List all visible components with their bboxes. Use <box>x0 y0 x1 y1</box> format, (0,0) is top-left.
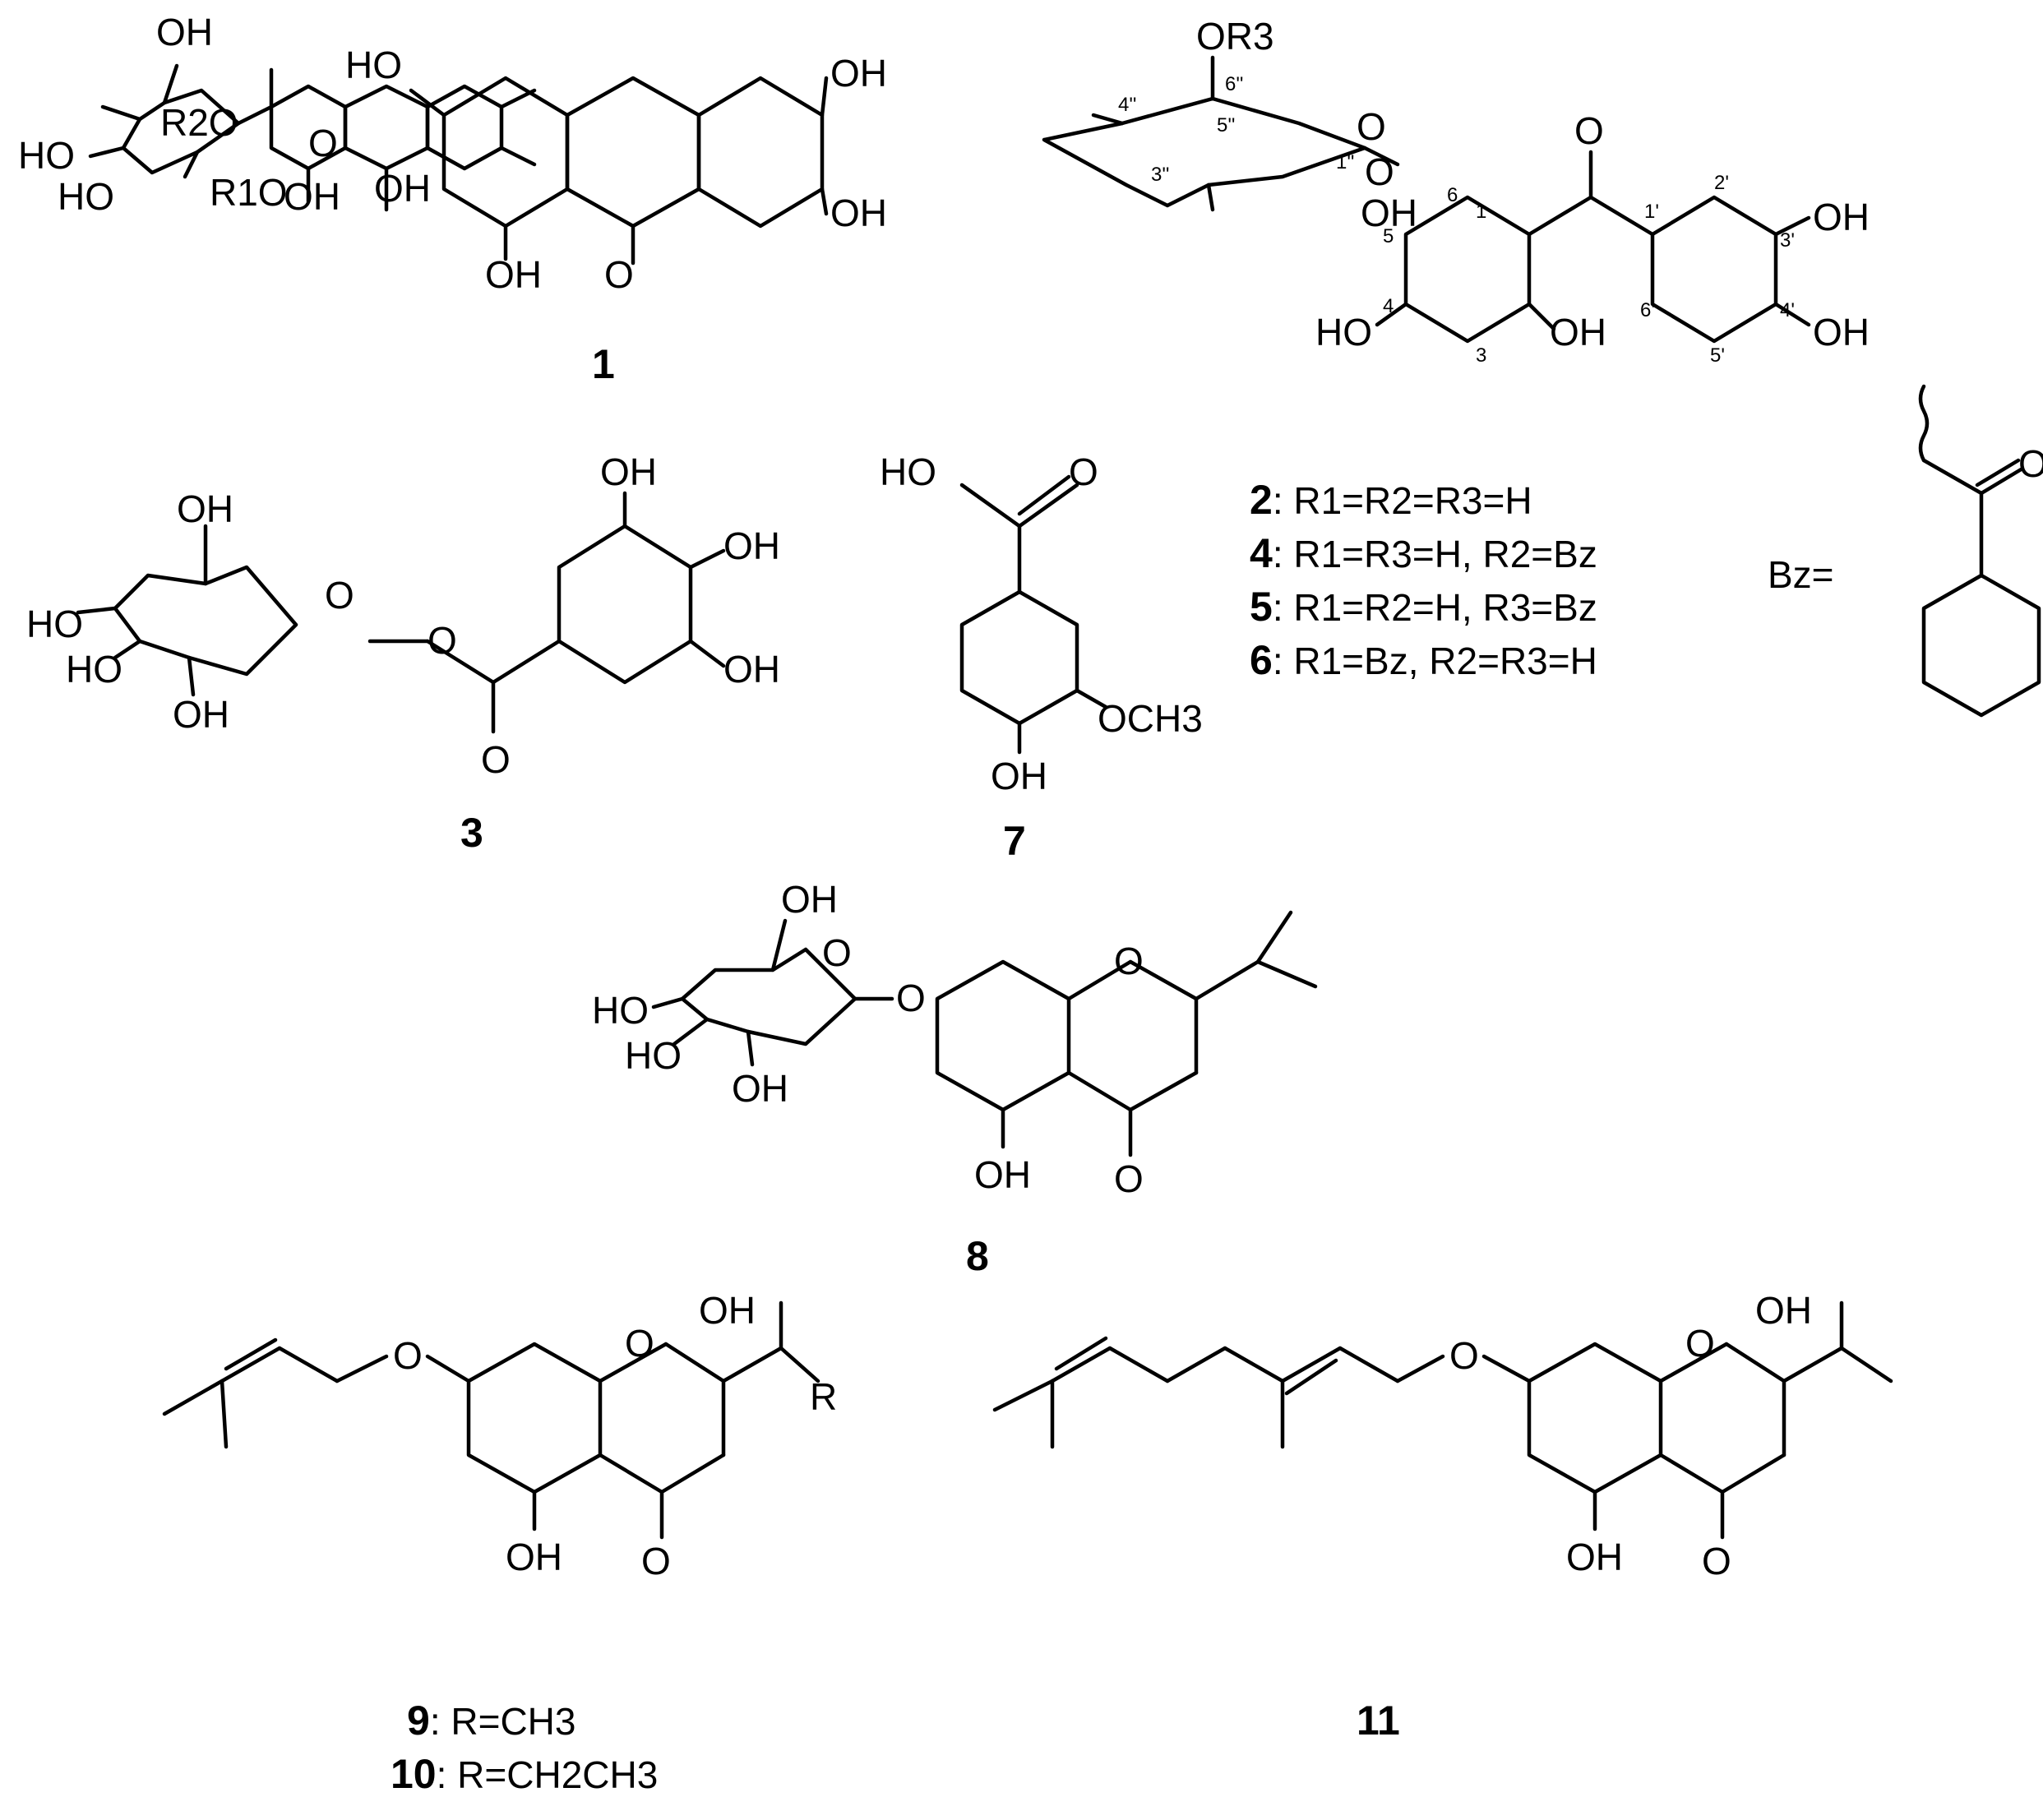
atom-label-o: O <box>822 931 852 974</box>
atom-label-o: O <box>1685 1322 1715 1365</box>
atom-label-o: O <box>1069 450 1098 493</box>
atom-label-oh: OH <box>485 253 542 296</box>
compound-1-xanthone-core <box>409 76 829 266</box>
atom-label-r1o: R1O <box>210 171 288 214</box>
atom-label-oh: OH <box>699 1289 756 1332</box>
atom-label-ho: HO <box>18 134 75 177</box>
compound-8-structure <box>651 910 1318 1157</box>
svg-text:9: R=CH3: 9: R=CH3 <box>407 1698 575 1744</box>
position-number: 6 <box>1447 184 1458 206</box>
atom-label-ho: HO <box>66 648 122 691</box>
atom-label-r: R <box>810 1375 837 1418</box>
atom-label-oh: OH <box>1361 192 1417 234</box>
position-number: 5 <box>1383 225 1394 247</box>
svg-text:2: R1=R2=R3=H: 2: R1=R2=R3=H <box>1250 477 1532 523</box>
position-number: 3'' <box>1151 164 1170 186</box>
svg-text:5: R1=R2=H, R3=Bz: 5: R1=R2=H, R3=Bz <box>1250 584 1597 630</box>
compound-2-structure <box>1042 55 1811 344</box>
compound-id-7: 7 <box>1003 818 1026 864</box>
position-number: 2' <box>1714 172 1729 194</box>
position-number: 5'' <box>1217 114 1236 136</box>
atom-label-o: O <box>481 738 511 781</box>
atom-label-oh: OH <box>1755 1289 1812 1332</box>
atom-label-o: O <box>625 1322 654 1365</box>
atom-label-oh: OH <box>1566 1536 1623 1578</box>
bz-fragment <box>1918 384 2041 718</box>
compound-2-legend: 2: R1=R2=R3=H 4: R1=R3=H, R2=Bz 5: R1=R2… <box>1250 477 1597 683</box>
compound-3-structure <box>76 491 726 734</box>
atom-label-ho: HO <box>58 175 114 218</box>
position-number: 3 <box>1476 344 1486 367</box>
svg-text:6: R1=Bz, R2=R3=H: 6: R1=Bz, R2=R3=H <box>1250 637 1597 683</box>
atom-label-o: O <box>1114 1157 1144 1200</box>
bz-label: Bz= <box>1768 553 1834 596</box>
atom-label-oh: OH <box>600 450 657 493</box>
position-number: 1' <box>1644 201 1659 223</box>
atom-label-oh: OH <box>732 1067 788 1110</box>
compound-7-structure <box>959 474 1108 755</box>
atom-label-oh: OH <box>156 11 213 53</box>
atom-label-o: O <box>428 619 457 662</box>
atom-label-oh: OH <box>506 1536 562 1578</box>
compound-id-1: 1 <box>592 341 615 387</box>
compound-9-legend: 9: R=CH3 10: R=CH2CH3 <box>391 1698 658 1797</box>
atom-label-o: O <box>1114 940 1144 982</box>
position-number: 6' <box>1640 299 1655 321</box>
atom-label-ho: HO <box>26 603 83 645</box>
atom-label-och3: OCH3 <box>1098 697 1203 740</box>
atom-label-o: O <box>1702 1540 1731 1582</box>
position-number: 4 <box>1383 295 1394 317</box>
atom-label-oh: OH <box>723 648 780 691</box>
position-number: 4'' <box>1118 94 1137 116</box>
atom-label-oh: OH <box>1550 311 1606 353</box>
atom-label-oh: OH <box>974 1153 1031 1196</box>
atom-label-or3: OR3 <box>1196 15 1274 58</box>
position-number: 1 <box>1476 201 1486 223</box>
atom-label-o: O <box>896 977 926 1019</box>
atom-label-o: O <box>1357 105 1386 148</box>
position-number: 4' <box>1780 299 1795 321</box>
atom-label-oh: OH <box>830 192 887 234</box>
compound-9-structure <box>162 1300 820 1540</box>
atom-label-oh: OH <box>830 52 887 95</box>
atom-label-oh: OH <box>374 167 431 210</box>
atom-label-o: O <box>2018 442 2043 485</box>
atom-label-ho: HO <box>880 450 936 493</box>
atom-label-o: O <box>641 1540 671 1582</box>
atom-label-oh: OH <box>173 693 229 736</box>
position-number: 3' <box>1780 229 1795 252</box>
compound-id-8: 8 <box>966 1233 989 1279</box>
atom-label-oh: OH <box>991 755 1047 797</box>
atom-label-o: O <box>1574 109 1604 152</box>
compound-11-structure <box>992 1300 1893 1540</box>
atom-label-oh: OH <box>1813 311 1870 353</box>
position-number: 1'' <box>1336 151 1355 173</box>
compound-id-3: 3 <box>460 810 483 856</box>
compound-id-11: 11 <box>1357 1698 1400 1744</box>
atom-label-oh: OH <box>177 487 233 530</box>
atom-label-oh: OH <box>284 175 340 218</box>
atom-label-o: O <box>1449 1334 1479 1377</box>
atom-label-o: O <box>308 122 338 164</box>
atom-label-ho: HO <box>592 989 649 1032</box>
svg-text:10: R=CH2CH3: 10: R=CH2CH3 <box>391 1751 658 1797</box>
atom-label-ho: HO <box>625 1034 682 1077</box>
atom-label-o: O <box>393 1334 423 1377</box>
atom-label-o: O <box>1365 150 1394 193</box>
atom-label-oh: OH <box>1813 196 1870 238</box>
atom-label-oh: HO <box>345 44 402 86</box>
position-number: 5' <box>1710 344 1725 367</box>
atom-label-ho: HO <box>1315 311 1372 353</box>
svg-text:4: R1=R3=H, R2=Bz: 4: R1=R3=H, R2=Bz <box>1250 530 1597 576</box>
atom-label-r2o: R2O <box>160 101 238 144</box>
atom-label-oh: OH <box>781 878 838 921</box>
atom-label-o: O <box>325 574 354 617</box>
atom-label-o: O <box>604 253 634 296</box>
position-number: 6'' <box>1225 73 1244 95</box>
atom-label-oh: OH <box>723 524 780 567</box>
